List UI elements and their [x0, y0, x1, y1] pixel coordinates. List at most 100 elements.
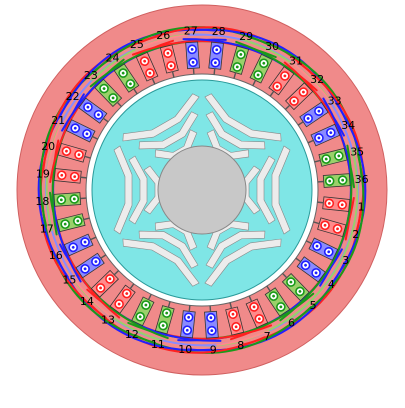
stator-slot [159, 44, 179, 78]
slot-opening [248, 295, 253, 302]
stator-slot [78, 97, 109, 124]
slot-number-label: 3 [342, 254, 349, 267]
conductor-dot [213, 61, 217, 65]
stator-slot [281, 272, 310, 302]
conductor-dot [279, 305, 283, 309]
slot-opening [100, 254, 107, 259]
slot-opening [314, 159, 321, 163]
stator-slot [56, 213, 90, 233]
stator-slot [249, 53, 273, 87]
conductor-dot [256, 73, 260, 77]
slot-number-label: 1 [358, 201, 365, 214]
conductor-dot [231, 312, 235, 316]
slot-number-label: 29 [239, 30, 253, 43]
conductor-dot [59, 198, 63, 202]
stator-slot [314, 147, 348, 167]
end-winding-arc [37, 97, 72, 279]
stator-slot [317, 196, 351, 212]
slot-number-label: 15 [62, 274, 76, 287]
slot-number-label: 4 [328, 278, 335, 291]
stator-slot [94, 78, 123, 108]
stator-slots [53, 41, 351, 339]
stator-slot [284, 82, 314, 111]
slot-opening [305, 240, 312, 245]
conductor-dot [317, 136, 321, 140]
end-winding-arc [133, 306, 313, 354]
conductor-dot [102, 87, 106, 90]
slot-opening [233, 72, 237, 79]
slot-number-label: 10 [178, 343, 192, 356]
flux-barrier [128, 155, 148, 225]
stator-slot [57, 142, 91, 163]
slot-opening [129, 283, 135, 290]
conductor-dot [336, 227, 339, 231]
slot-number-label: 8 [237, 339, 244, 352]
conductor-dot [166, 51, 170, 55]
end-winding-arc [292, 153, 365, 323]
stator-slot [154, 301, 175, 335]
conductor-dot [283, 74, 287, 78]
stator-slot [131, 293, 155, 327]
slot-opening [307, 139, 314, 144]
slot-opening [297, 121, 304, 126]
slot-number-label: 36 [355, 173, 369, 186]
shaft [157, 145, 247, 235]
conductor-dot [190, 47, 194, 51]
rotor-pole [241, 145, 291, 235]
conductor-dot [306, 117, 310, 120]
stator-slot [185, 41, 200, 75]
stator-slot [264, 285, 291, 317]
end-winding-arc [39, 147, 107, 319]
slot-opening [133, 88, 138, 95]
stator-slot [53, 192, 87, 207]
flux-barrier [205, 111, 266, 150]
slot-opening [147, 293, 152, 300]
end-winding-arc [42, 34, 162, 172]
conductor-dot [72, 197, 76, 201]
conductor-dot [302, 90, 305, 94]
end-winding-arc [58, 28, 217, 119]
stator-slot [65, 119, 99, 143]
slot-number-label: 24 [106, 51, 120, 64]
conductor-dot [191, 60, 195, 64]
slot-number-label: 12 [125, 328, 139, 341]
slot-opening [167, 301, 171, 308]
slot-opening [284, 104, 291, 110]
slot-number-label: 20 [41, 140, 55, 153]
conductor-dot [144, 303, 148, 307]
slot-labels: 1234567891011121314151617181920212223242… [35, 24, 368, 356]
conductor-dot [161, 324, 165, 327]
flux-barrier [138, 111, 199, 150]
slot-number-label: 28 [212, 25, 226, 38]
flux-barrier [122, 238, 200, 287]
slot-number-label: 19 [36, 167, 50, 180]
conductor-dot [117, 302, 121, 306]
stator-slot [113, 63, 140, 95]
conductor-dot [99, 286, 102, 290]
slot-opening [295, 257, 302, 263]
end-winding-arc [41, 202, 157, 344]
slot-number-label: 14 [80, 295, 94, 308]
end-winding-arc [87, 302, 266, 354]
conductor-dot [86, 105, 90, 109]
slot-opening [269, 90, 275, 97]
conductor-dot [315, 244, 319, 248]
stator-slot [208, 41, 224, 75]
conductor-dot [83, 240, 87, 244]
conductor-dot [337, 154, 341, 158]
stator-slot [53, 168, 87, 184]
conductor-dot [73, 126, 77, 130]
end-winding-arc [242, 208, 362, 346]
conductor-dot [185, 328, 189, 332]
conductor-dot [76, 219, 80, 223]
slot-number-label: 26 [156, 29, 170, 42]
stator-slot [180, 305, 196, 339]
conductor-dot [292, 99, 296, 103]
end-windings [37, 26, 367, 354]
slot-number-label: 23 [84, 69, 98, 82]
slot-number-label: 30 [265, 40, 279, 53]
stator-slot [245, 295, 269, 329]
slot-opening [102, 117, 109, 123]
